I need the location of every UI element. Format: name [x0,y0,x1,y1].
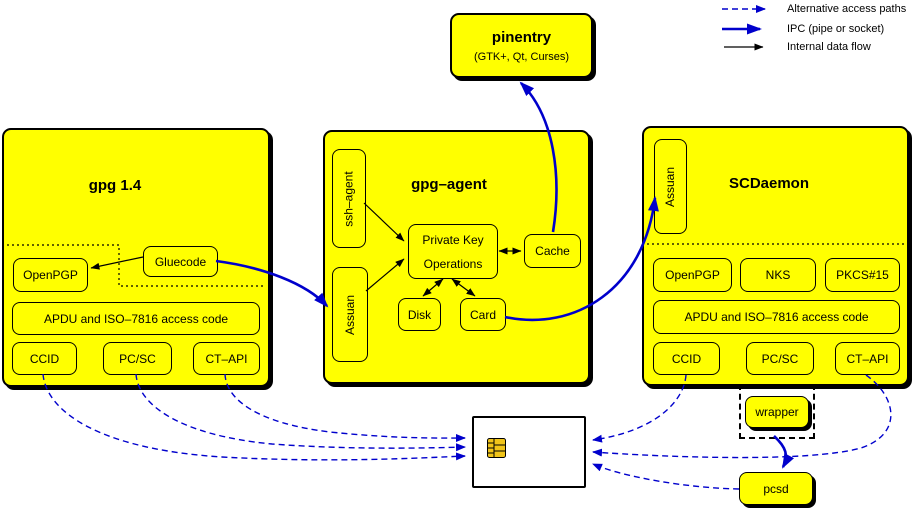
legend-label-ipc: IPC (pipe or socket) [787,23,885,35]
gpgagent-card-box: Card [460,298,506,331]
smartcard-chip-icon [487,438,506,458]
scdaemon-pcsc-box: PC/SC [746,342,814,375]
scdaemon-pcsc-label: PC/SC [761,351,799,366]
pko-line1: Private Key [422,232,484,247]
scdaemon-nks-label: NKS [765,268,791,282]
gpg-agent-title: gpg–agent [411,176,487,193]
gpgagent-disk-label: Disk [407,307,432,322]
dashed-pcsd-to-smartcard [592,463,740,490]
gpgagent-card-label: Card [469,307,496,322]
gpg14-openpgp-box: OpenPGP [13,258,88,292]
pcsd-box: pcsd [739,472,813,505]
gpg14-apdu-label: APDU and ISO–7816 access code [43,311,229,326]
scdaemon-nks-box: NKS [740,258,816,292]
scdaemon-ccid-label: CCID [671,351,702,366]
scdaemon-ctapi-label: CT–API [846,351,889,366]
gpgagent-ssh-agent-box: ssh–agent [332,149,366,248]
gpgagent-cache-box: Cache [524,234,581,268]
pko-line2: Operations [423,256,483,271]
scdaemon-ccid-box: CCID [653,342,720,375]
gpg14-title: gpg 1.4 [88,177,142,194]
gpg14-gluecode-box: Gluecode [143,246,218,277]
scdaemon-title: SCDaemon [728,175,810,192]
legend-label-alternative-access: Alternative access paths [787,3,907,15]
wrapper-label: wrapper [755,405,799,419]
scdaemon-ctapi-box: CT–API [835,342,900,375]
gpgagent-assuan-label: Assuan [343,294,357,335]
gpg14-apdu-box: APDU and ISO–7816 access code [12,302,260,335]
scdaemon-openpgp-box: OpenPGP [653,258,732,292]
scdaemon-openpgp-label: OpenPGP [665,268,720,282]
gpg14-openpgp-label: OpenPGP [23,268,78,282]
gpg14-pcsc-box: PC/SC [103,342,172,375]
gpg14-ctapi-box: CT–API [193,342,260,375]
gpgagent-assuan-box: Assuan [332,267,368,362]
pinentry-title: pinentry [491,28,552,46]
gpg14-ctapi-label: CT–API [205,351,248,366]
scdaemon-apdu-label: APDU and ISO–7816 access code [684,310,869,324]
gpg14-pcsc-label: PC/SC [119,351,156,366]
scdaemon-assuan-box: Assuan [654,139,687,234]
gpgagent-ssh-agent-label: ssh–agent [342,170,357,227]
scdaemon-pkcs15-box: PKCS#15 [825,258,900,292]
pinentry-subtitle: (GTK+, Qt, Curses) [473,50,570,63]
pinentry-box: pinentry (GTK+, Qt, Curses) [450,13,593,78]
scdaemon-apdu-box: APDU and ISO–7816 access code [653,300,900,334]
gpgagent-private-key-operations-box: Private Key Operations [408,224,498,279]
gpg14-ccid-label: CCID [29,351,60,366]
legend-label-internal-data-flow: Internal data flow [787,41,871,53]
ipc-arrow-wrapper-to-pcsd [773,435,795,469]
gpg14-gluecode-label: Gluecode [154,254,207,269]
gpgagent-cache-label: Cache [535,244,570,258]
scdaemon-assuan-label: Assuan [663,166,678,207]
smartcard-box [472,416,586,488]
pcsd-label: pcsd [763,481,789,496]
gpg14-ccid-box: CCID [12,342,77,375]
wrapper-box: wrapper [745,396,809,428]
scdaemon-pkcs15-label: PKCS#15 [836,268,889,282]
gpgagent-disk-box: Disk [398,298,441,331]
